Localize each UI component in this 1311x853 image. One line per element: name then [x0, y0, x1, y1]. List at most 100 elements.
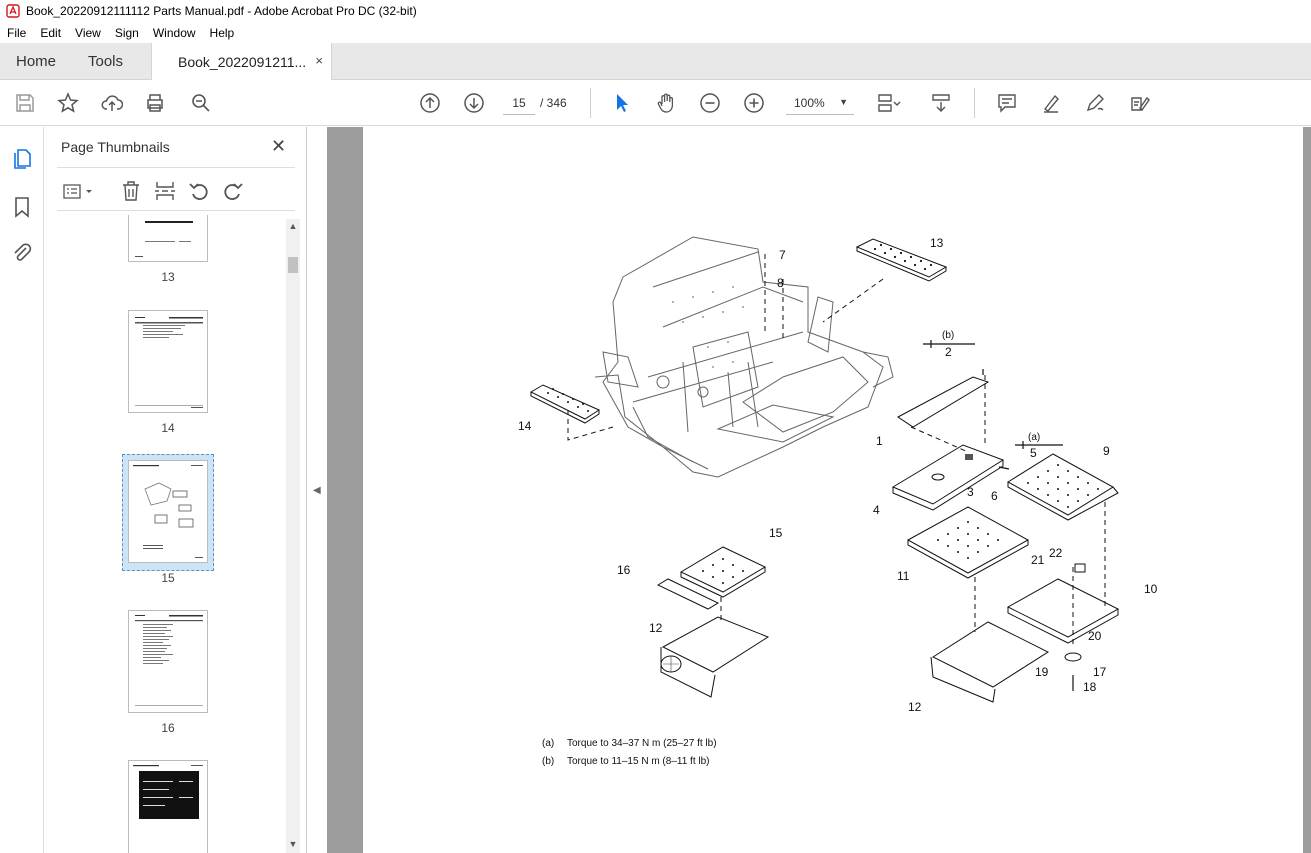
arrow-down-circle-icon [464, 93, 484, 113]
hand-tool-button[interactable] [653, 90, 679, 116]
bookmarks-icon[interactable] [10, 195, 34, 219]
tab-document[interactable]: Book_2022091211... × [151, 43, 332, 81]
callout-11: 11 [897, 569, 910, 583]
highlight-button[interactable] [1038, 90, 1064, 116]
menu-file[interactable]: File [7, 25, 27, 40]
callout-a: (a) [1028, 432, 1041, 443]
page-thumbnails-icon[interactable] [10, 147, 34, 171]
callout-1: 1 [876, 434, 883, 448]
thumbnail-page[interactable] [128, 760, 208, 853]
upload-button[interactable] [99, 90, 125, 116]
tab-document-label: Book_2022091211... [178, 54, 307, 70]
close-panel-icon[interactable]: ✕ [271, 136, 287, 156]
menu-window[interactable]: Window [152, 25, 196, 40]
callout-13: 13 [930, 236, 944, 250]
document-view[interactable]: 7 13 8 (b) 2 14 1 (a) 5 9 4 3 6 15 16 11… [327, 127, 1311, 853]
callout-9: 9 [1103, 444, 1110, 458]
window-title: Book_20220912111112 Parts Manual.pdf - A… [26, 4, 417, 18]
callout-14: 14 [518, 419, 532, 433]
find-button[interactable] [188, 90, 214, 116]
split-pages-icon[interactable] [153, 179, 177, 203]
page-layout-button[interactable] [873, 90, 909, 116]
thumbnail-label: 15 [161, 571, 175, 585]
menu-help[interactable]: Help [209, 25, 235, 40]
attachments-icon[interactable] [10, 241, 34, 265]
thumbnail-page[interactable] [128, 610, 208, 713]
thumbnail-label: 14 [161, 421, 175, 435]
title-bar: Book_20220912111112 Parts Manual.pdf - A… [0, 0, 1311, 22]
thumbnail-page[interactable] [128, 310, 208, 413]
navigation-rail [0, 127, 44, 853]
callout-3: 3 [967, 485, 974, 499]
callout-5: 5 [1030, 446, 1037, 460]
fit-page-icon [878, 94, 901, 112]
next-page-button[interactable] [461, 90, 487, 116]
page-number-input[interactable] [503, 91, 535, 115]
bookmark-star-button[interactable] [55, 90, 81, 116]
thumbnail-page[interactable] [128, 215, 208, 262]
note-key-a: (a) [542, 738, 555, 749]
scroll-thumb[interactable] [288, 257, 298, 273]
callout-10: 10 [1144, 582, 1158, 596]
rotate-clockwise-icon[interactable] [221, 179, 245, 203]
thumbnail-label: 16 [161, 721, 175, 735]
fill-sign-button[interactable] [1126, 90, 1152, 116]
toolbar-divider [590, 88, 591, 118]
thumbnail-preview [133, 765, 203, 819]
callout-16: 16 [617, 563, 631, 577]
menu-sign[interactable]: Sign [114, 25, 139, 40]
exploded-parts-diagram [529, 236, 1120, 703]
scroll-up-icon[interactable]: ▲ [288, 221, 298, 231]
zoom-value: 100% [794, 95, 825, 110]
panel-splitter[interactable]: ◀ [307, 127, 327, 853]
previous-page-button[interactable] [417, 90, 443, 116]
scroll-mode-icon [932, 94, 950, 112]
print-button[interactable] [142, 90, 168, 116]
tab-bar: Home Tools Book_2022091211... × [0, 43, 1311, 81]
plus-circle-icon [744, 93, 764, 113]
menu-view[interactable]: View [75, 25, 101, 40]
menu-edit[interactable]: Edit [40, 25, 62, 40]
note-text-b: Torque to 11–15 N m (8–11 ft lb) [567, 756, 710, 767]
thumbnail-preview [133, 465, 203, 558]
thumbnail-page-selected[interactable] [128, 460, 208, 563]
select-tool-button[interactable] [609, 90, 635, 116]
highlighter-icon [1043, 94, 1059, 113]
callout-4: 4 [873, 503, 880, 517]
callout-17: 17 [1093, 665, 1107, 679]
save-button[interactable] [12, 90, 38, 116]
acrobat-icon [6, 4, 20, 18]
zoom-out-button[interactable] [697, 90, 723, 116]
thumbnail-preview [135, 221, 193, 257]
zoom-select[interactable]: 100% ▼ [786, 91, 854, 115]
callout-15: 15 [769, 526, 783, 540]
page-count: / 346 [540, 96, 567, 110]
collapse-panel-icon[interactable]: ◀ [313, 485, 321, 496]
callout-12-left: 12 [649, 621, 663, 635]
pen-icon [1086, 94, 1104, 112]
callout-7: 7 [779, 248, 786, 262]
toolbar-divider [974, 88, 975, 118]
tab-tools[interactable]: Tools [88, 53, 124, 70]
callout-2: 2 [945, 345, 952, 359]
thumbnail-label: 13 [161, 270, 175, 284]
thumbnail-scrollbar[interactable]: ▲ ▼ [286, 219, 300, 853]
thumbnail-preview [135, 317, 203, 408]
close-tab-icon[interactable]: × [315, 53, 323, 68]
pdf-page: 7 13 8 (b) 2 14 1 (a) 5 9 4 3 6 15 16 11… [363, 127, 1303, 853]
tab-home[interactable]: Home [16, 53, 57, 70]
thumbnail-preview [135, 615, 203, 706]
trash-icon[interactable] [119, 179, 143, 203]
scrolling-mode-button[interactable] [928, 90, 954, 116]
comment-button[interactable] [994, 90, 1020, 116]
options-menu-icon[interactable] [61, 179, 95, 203]
zoom-in-button[interactable] [741, 90, 767, 116]
page-thumbnails-panel: Page Thumbnails ✕ 13 [45, 127, 307, 853]
arrow-up-circle-icon [420, 93, 440, 113]
edit-document-icon [1131, 96, 1150, 112]
scroll-down-icon[interactable]: ▼ [288, 839, 298, 849]
draw-button[interactable] [1082, 90, 1108, 116]
callout-20: 20 [1088, 629, 1102, 643]
callout-21: 21 [1031, 553, 1045, 567]
rotate-counterclockwise-icon[interactable] [187, 179, 211, 203]
